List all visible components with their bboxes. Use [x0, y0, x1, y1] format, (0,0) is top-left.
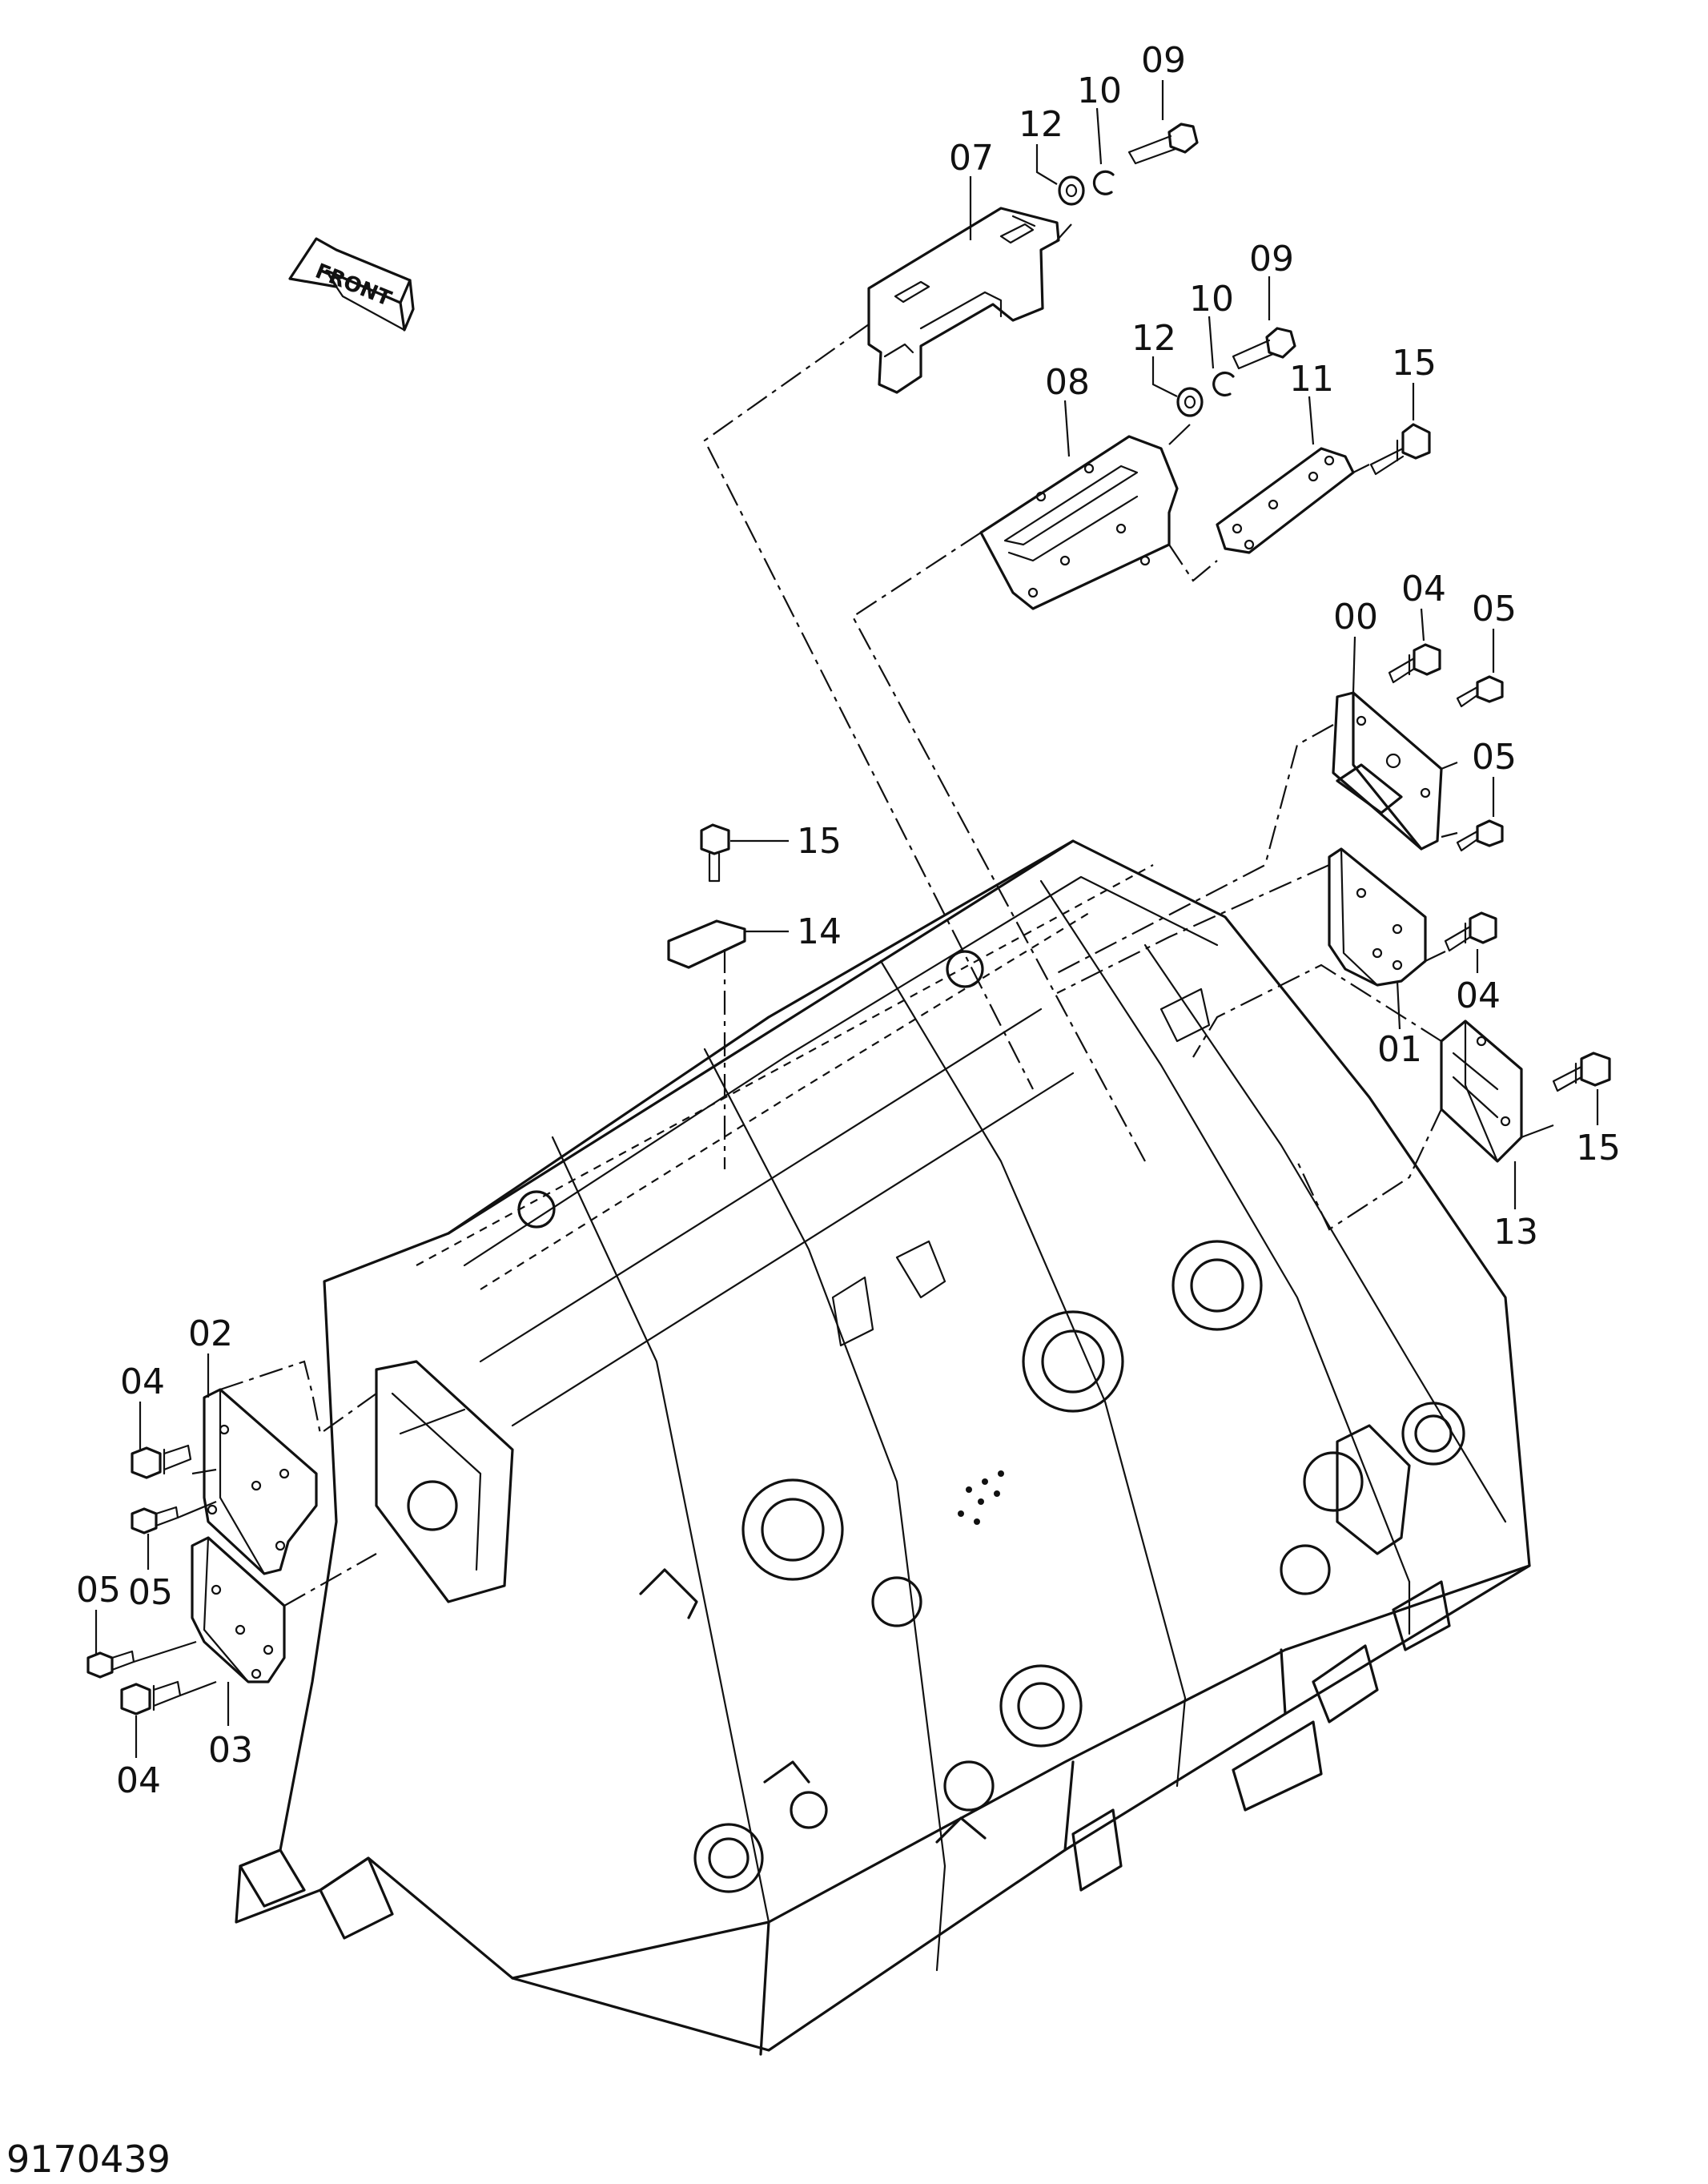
callout-05-right-lower: 05 — [1472, 737, 1517, 778]
callout-04-right-lower: 04 — [1456, 975, 1501, 1016]
figure-number: 9170439 — [6, 2138, 171, 2181]
lock-washer-10-upper — [1092, 170, 1115, 195]
callout-labels: 09 10 12 07 09 10 12 08 11 15 04 00 05 0… — [76, 40, 1621, 1801]
bolt-05-right-lower — [1456, 819, 1504, 852]
callout-05-right-upper: 05 — [1472, 589, 1517, 629]
part-14-plate — [667, 919, 746, 969]
callout-10-lower: 10 — [1189, 279, 1234, 320]
callout-15-middle: 15 — [797, 821, 842, 862]
bolt-04-left-lower — [120, 1680, 182, 1715]
callout-05-left-upper: 05 — [128, 1572, 173, 1613]
callout-01: 01 — [1377, 1029, 1422, 1070]
callout-04-right-upper: 04 — [1401, 569, 1446, 609]
callout-14: 14 — [797, 911, 842, 952]
callout-05-left-lower: 05 — [76, 1570, 121, 1611]
callout-13: 13 — [1493, 1212, 1538, 1253]
callout-12-lower: 12 — [1131, 318, 1176, 359]
bolt-09-upper — [1127, 123, 1199, 165]
bolt-05-left-lower — [86, 1650, 135, 1679]
bolt-04-right-lower — [1444, 911, 1497, 952]
leader-lines — [94, 80, 1599, 1758]
callout-11: 11 — [1289, 359, 1334, 400]
part-02-plate — [203, 1388, 318, 1575]
front-arrow: FRONT — [288, 237, 415, 332]
callout-00: 00 — [1333, 597, 1378, 638]
lock-washer-10-lower — [1212, 371, 1235, 397]
callout-04-left-lower: 04 — [116, 1760, 161, 1801]
callout-15-upper: 15 — [1392, 343, 1437, 384]
bolt-15-upper — [1369, 423, 1431, 476]
callout-03: 03 — [208, 1730, 253, 1771]
bolt-15-middle — [700, 823, 730, 883]
callout-04-left-upper: 04 — [120, 1361, 165, 1402]
callout-08: 08 — [1045, 362, 1090, 403]
part-03-plate — [191, 1536, 286, 1683]
fasteners — [86, 123, 1611, 1715]
part-11-plate — [1216, 447, 1355, 554]
part-08-plate — [979, 435, 1179, 610]
callout-07: 07 — [949, 138, 994, 179]
callout-15-lower: 15 — [1576, 1128, 1621, 1168]
bolt-04-right-upper — [1388, 643, 1441, 684]
assembly-lines — [133, 223, 1554, 1697]
part-01-plate — [1328, 847, 1427, 987]
callout-09-lower: 09 — [1249, 239, 1294, 280]
callout-12-upper: 12 — [1019, 104, 1063, 145]
washer-12-upper — [1058, 175, 1085, 206]
callout-10-upper: 10 — [1077, 70, 1122, 111]
front-label: FRONT — [311, 259, 395, 312]
bolt-04-left-upper — [131, 1444, 192, 1479]
bolt-09-lower — [1232, 327, 1296, 370]
washer-12-lower — [1176, 387, 1204, 417]
callout-02: 02 — [188, 1313, 233, 1354]
bolt-05-right-upper — [1456, 675, 1504, 708]
part-07-bracket — [867, 207, 1060, 394]
bolt-05-left-upper — [131, 1506, 179, 1534]
bucket-body — [235, 839, 1531, 2056]
bolt-15-lower — [1552, 1052, 1611, 1092]
part-00-bracket — [1332, 691, 1443, 851]
part-13-plate — [1440, 1020, 1523, 1163]
callout-09-upper: 09 — [1141, 40, 1186, 81]
